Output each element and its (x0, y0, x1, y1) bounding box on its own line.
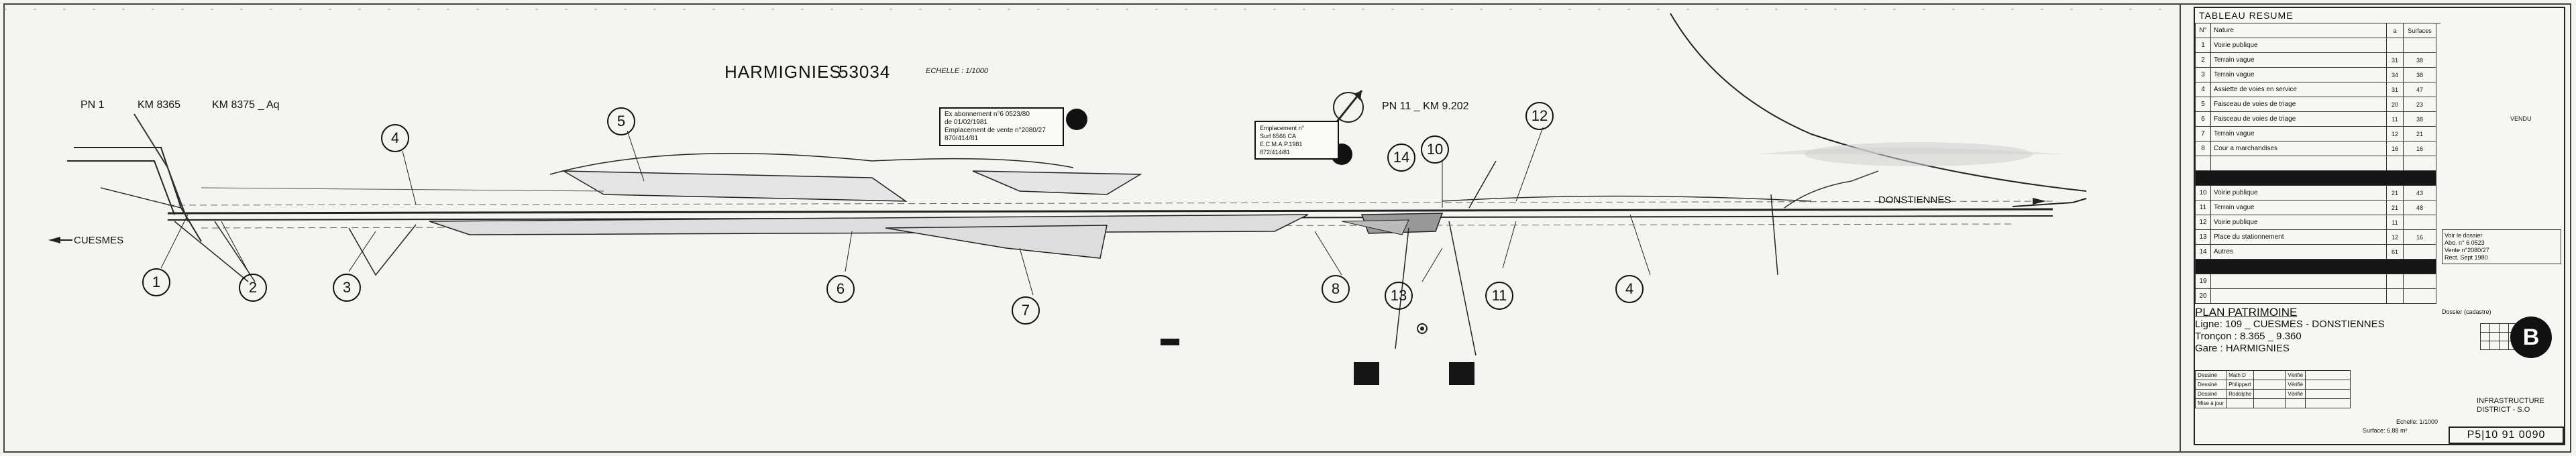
parcel-marker-11: 11 (1485, 282, 1513, 310)
station-title: HARMIGNIES (724, 62, 842, 82)
table-row: 19 (2195, 274, 2436, 289)
gare: Gare : HARMIGNIES (2195, 343, 2290, 354)
troncon: Tronçon : 8.365 _ 9.360 (2195, 331, 2302, 342)
plan-title-block: PLAN PATRIMOINE Ligne: 109 _ CUESMES - D… (2195, 306, 2436, 355)
pn11-label: PN 11 _ KM 9.202 (1382, 101, 1469, 112)
table-row (2195, 156, 2436, 171)
side-notes: Voir le dossier Abo. n° 6 0523 Vente n°2… (2442, 229, 2561, 264)
ligne: Ligne: 109 _ CUESMES - DONSTIENNES (2195, 319, 2385, 330)
building-block-1 (1354, 362, 1379, 385)
echelle-small: Echelle: 1/1000 (2396, 418, 2438, 425)
building-block-2 (1449, 362, 1474, 385)
table-row: 20 (2195, 288, 2436, 304)
dossier-label: Dossier (cadastre) (2442, 308, 2491, 315)
parcel-marker-6: 6 (826, 275, 855, 303)
pn1-label: PN 1 (80, 99, 105, 111)
table-row: Mise à jour (2194, 398, 2351, 408)
parcel-marker-3: 3 (333, 274, 361, 302)
km1-label: KM 8365 (138, 99, 181, 111)
col-surfaces: Surfaces (2403, 23, 2436, 38)
surface-label: Surface: 6.88 m² (2363, 427, 2408, 434)
parcel-marker-13: 13 (1385, 282, 1413, 310)
infrastructure-label: INFRASTRUCTURE DISTRICT - S.O (2477, 397, 2544, 414)
small-marker (1161, 339, 1179, 345)
parcel-marker-7: 7 (1012, 296, 1040, 325)
parcel-marker-10: 10 (1421, 135, 1449, 164)
note-box-1: Ex abonnement n°6 0523/80 de 01/02/1981 … (939, 107, 1064, 146)
table-title: TABLEAU RESUME (2195, 8, 2440, 23)
km2-label: KM 8375 _ Aq (212, 99, 280, 111)
parcel-marker-14: 14 (1387, 144, 1415, 172)
parcel-marker-12: 12 (1525, 102, 1554, 130)
railway-logo: B (2510, 317, 2552, 358)
parcel-marker-4b: 4 (1615, 275, 1644, 303)
col-nature: Nature (2210, 23, 2387, 38)
parcel-marker-4: 4 (381, 124, 409, 152)
parcel-marker-1: 1 (142, 268, 170, 296)
scale-label: ECHELLE : 1/1000 (926, 67, 988, 75)
donstiennes-label: DONSTIENNES (1878, 194, 1951, 206)
table-row-black (2195, 259, 2436, 274)
reference-number: P5|10 91 0090 (2449, 426, 2564, 444)
parcel-marker-5: 5 (607, 107, 635, 135)
note-box-2: Emplacement n° Surf 6566 CA E.C.M.A.P.19… (1254, 121, 1339, 160)
parcel-marker-2: 2 (239, 274, 267, 302)
vendu-label: VENDU (2510, 115, 2532, 122)
parcel-marker-8: 8 (1322, 275, 1350, 303)
table-row-black (2195, 170, 2436, 186)
station-code: 53034 (839, 62, 891, 82)
plan-title: PLAN PATRIMOINE (2195, 306, 2298, 319)
cuesmes-label: CUESMES (74, 235, 124, 246)
